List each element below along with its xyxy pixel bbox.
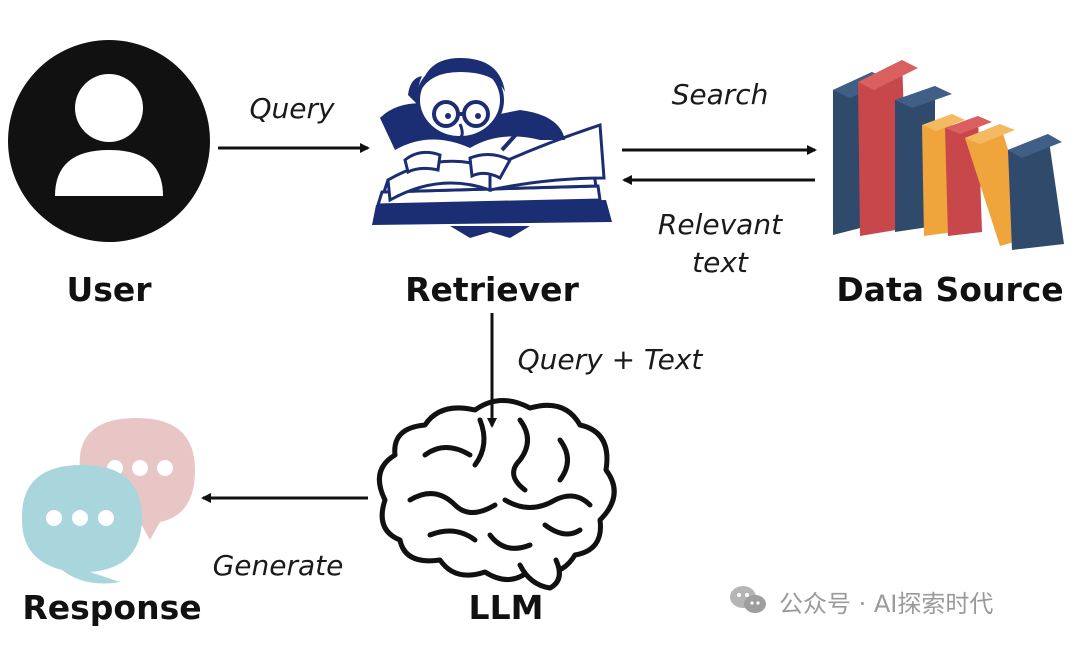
watermark-text: 公众号 · AI探索时代 [779, 590, 994, 618]
node-label-llm: LLM [468, 588, 544, 627]
edge-label-search: Search [671, 78, 769, 111]
node-label-user: User [66, 270, 152, 309]
brain-icon [376, 398, 617, 591]
edge-label-relevant-text-line1: Relevant [657, 208, 783, 241]
chat-bubbles-icon [21, 418, 195, 584]
node-label-response: Response [22, 588, 202, 627]
books-icon [833, 60, 1064, 250]
edge-label-relevant-text-line2: text [692, 245, 748, 279]
wechat-icon [730, 586, 766, 613]
watermark: 公众号 · AI探索时代 [733, 584, 993, 619]
reading-man-book-icon [372, 58, 612, 238]
node-label-retriever: Retriever [405, 270, 579, 309]
node-label-data-source: Data Source [836, 270, 1064, 309]
edge-label-query: Query [249, 92, 335, 125]
edge-label-relevant-text: Relevant text [640, 206, 800, 282]
edge-label-query-plus-text: Query + Text [517, 343, 703, 376]
user-avatar-icon [8, 40, 210, 242]
edge-label-generate: Generate [212, 549, 344, 582]
